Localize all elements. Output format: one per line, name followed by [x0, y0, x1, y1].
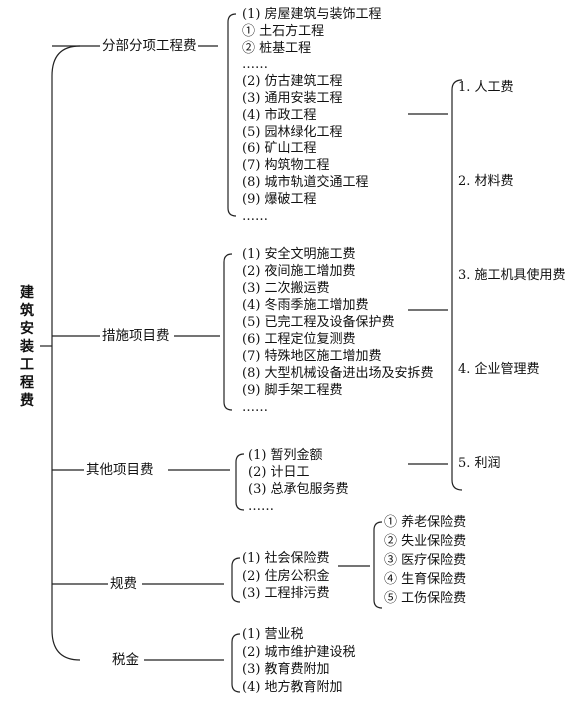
component-item: 3. 施工机具使用费 [458, 268, 566, 283]
bracket-insurance [373, 521, 383, 609]
root-char: 筑 [20, 303, 34, 319]
bracket-guifei [231, 557, 241, 603]
list-item: ① 土石方工程 [242, 23, 325, 39]
component-item: 4. 企业管理费 [458, 362, 540, 377]
component-item: 2. 材料费 [458, 174, 514, 189]
insurance-item: ⑤ 工伤保险费 [384, 591, 467, 606]
insurance-item: ④ 生育保险费 [384, 572, 467, 587]
list-item: (3) 总承包服务费 [248, 482, 349, 497]
category-label: 措施项目费 [102, 328, 170, 344]
component-item: 5. 利润 [458, 456, 501, 471]
list-item: (6) 工程定位复测费 [242, 332, 356, 347]
list-item: (6) 矿山工程 [242, 141, 317, 157]
list-item: (9) 脚手架工程费 [242, 383, 343, 398]
bracket-fenbu [227, 13, 237, 217]
bracket-shuijin [231, 633, 241, 693]
category-label: 规费 [110, 576, 137, 592]
category-label: 其他项目费 [86, 462, 154, 478]
list-item: ② 桩基工程 [242, 40, 312, 56]
list-item: (1) 营业税 [242, 627, 304, 642]
list-item: (1) 房屋建筑与装饰工程 [242, 7, 382, 22]
root-char: 安 [20, 321, 34, 337]
list-item: (4) 市政工程 [242, 107, 317, 123]
list-item: (3) 通用安装工程 [242, 91, 343, 106]
insurance-item: ② 失业保险费 [384, 534, 467, 549]
list-item: (8) 城市轨道交通工程 [242, 175, 369, 190]
list-item: (7) 构筑物工程 [242, 158, 330, 174]
root-bracket [51, 45, 81, 661]
list-item: (8) 大型机械设备进出场及安拆费 [242, 366, 434, 381]
bracket-qita [235, 453, 245, 511]
list-item: (1) 暂列金额 [248, 448, 323, 463]
list-item: …… [248, 499, 274, 514]
insurance-item: ① 养老保险费 [384, 515, 467, 530]
list-item: (4) 冬雨季施工增加费 [242, 298, 369, 313]
root-char: 装 [20, 339, 34, 355]
list-item: (1) 社会保险费 [242, 551, 330, 566]
root-char: 程 [20, 375, 34, 391]
component-item: 1. 人工费 [458, 80, 514, 95]
list-item: (3) 教育费附加 [242, 662, 330, 677]
list-item: (3) 工程排污费 [242, 586, 330, 601]
list-item: (2) 计日工 [248, 465, 310, 480]
list-item: (2) 仿古建筑工程 [242, 74, 343, 90]
list-item: (5) 园林绿化工程 [242, 124, 343, 140]
list-item: (1) 安全文明施工费 [242, 247, 356, 262]
list-item: (4) 地方教育附加 [242, 679, 343, 695]
list-item: …… [242, 400, 268, 415]
bracket-cuoshi [223, 253, 233, 411]
root-char: 建 [20, 285, 34, 301]
list-item: (3) 二次搬运费 [242, 281, 330, 296]
list-item: (2) 夜间施工增加费 [242, 264, 356, 279]
root-char: 费 [20, 393, 34, 409]
list-item: (2) 住房公积金 [242, 568, 330, 584]
list-item: (7) 特殊地区施工增加费 [242, 349, 382, 364]
bracket-components [451, 79, 463, 491]
insurance-item: ③ 医疗保险费 [384, 553, 467, 568]
list-item: (9) 爆破工程 [242, 191, 317, 207]
list-item: (2) 城市维护建设税 [242, 644, 356, 660]
category-label: 税金 [112, 652, 139, 668]
list-item: (5) 已完工程及设备保护费 [242, 315, 395, 330]
list-item: …… [242, 208, 268, 224]
category-label: 分部分项工程费 [102, 38, 197, 54]
root-char: 工 [20, 357, 34, 373]
list-item: …… [242, 57, 268, 73]
